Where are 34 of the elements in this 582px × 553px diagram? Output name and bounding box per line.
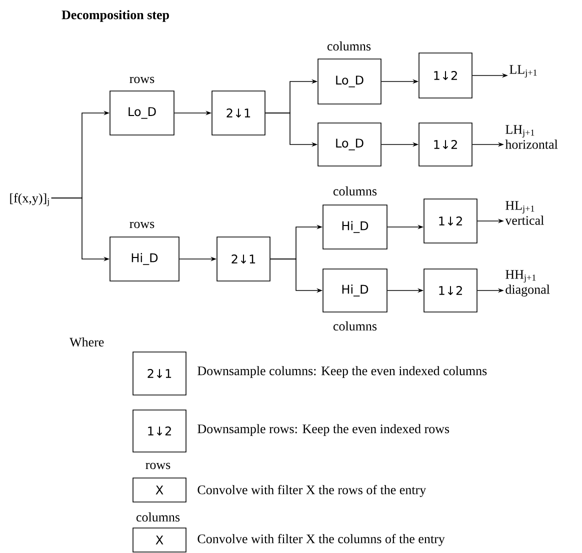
direction-label: columns xyxy=(136,512,180,522)
process-box: 2↓1 xyxy=(216,236,270,282)
legend-box: 2↓1 xyxy=(132,352,186,396)
description-text: Downsample rows: Keep the even indexed rows xyxy=(198,424,450,436)
output-label: HL$_{j+1}$ vertical xyxy=(505,201,544,225)
process-box: 1↓2 xyxy=(418,122,472,166)
direction-label: rows xyxy=(146,462,170,470)
legend-box: X xyxy=(132,478,186,502)
process-box: 1↓2 xyxy=(424,268,478,312)
legend-box: 1↓2 xyxy=(132,410,186,452)
direction-label: columns xyxy=(327,41,371,51)
output-label: LH$_{j+1}$ horizontal xyxy=(505,125,558,149)
process-box: Lo_D xyxy=(318,122,382,166)
output-label: HH$_{j+1}$ diagonal xyxy=(506,270,550,296)
input-label: [f(x,y)]$_{j}$ xyxy=(10,193,49,206)
description-text: Convolve with filter X the rows of the entry xyxy=(198,485,426,497)
process-box: Hi_D xyxy=(322,204,388,250)
output-label: LL$_{j+1}$ xyxy=(510,65,537,78)
legend-box: X xyxy=(132,528,186,552)
process-box: Lo_D xyxy=(110,90,174,136)
note-label: Where xyxy=(70,337,104,347)
process-box: Lo_D xyxy=(318,58,382,104)
description-text: Downsample columns: Keep the even indexed columns xyxy=(198,366,487,378)
process-box: 1↓2 xyxy=(418,52,472,98)
process-box: Hi_D xyxy=(322,268,388,312)
direction-label: rows xyxy=(130,222,154,228)
process-box: Hi_D xyxy=(110,236,180,282)
process-box: 1↓2 xyxy=(424,198,478,244)
direction-label: columns xyxy=(333,321,377,331)
process-box: 2↓1 xyxy=(212,90,266,136)
direction-label: columns xyxy=(333,186,377,196)
direction-label: rows xyxy=(130,76,154,84)
title: Decomposition step xyxy=(62,10,169,22)
description-text: Convolve with filter X the columns of the entry xyxy=(198,534,445,546)
